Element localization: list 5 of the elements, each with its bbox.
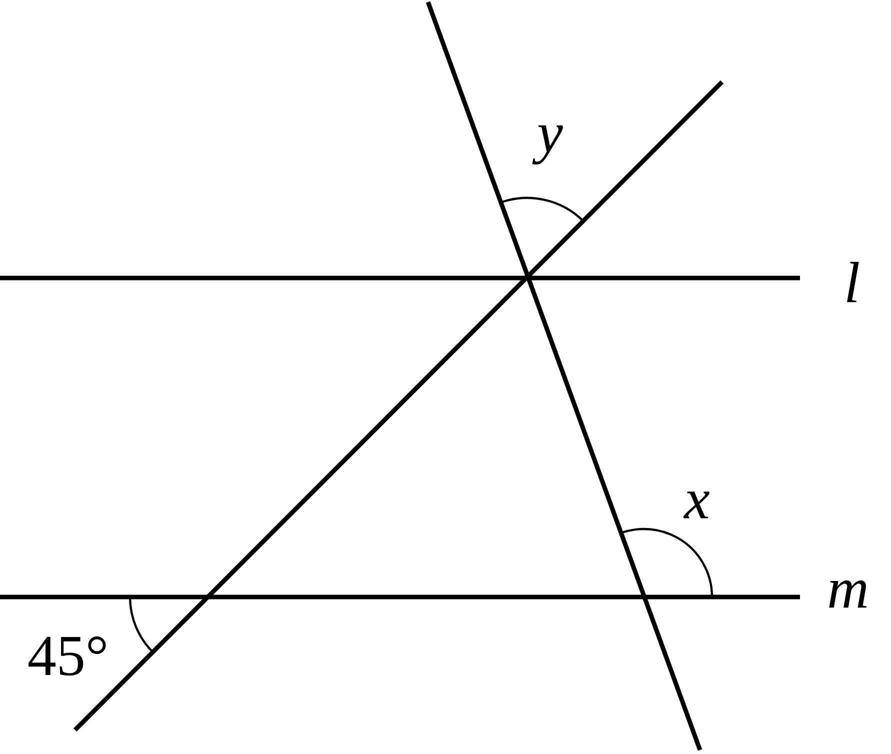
angle-label: y <box>532 125 563 165</box>
line-label: m <box>829 580 866 608</box>
angle-label: x <box>683 492 710 518</box>
angle-label: 45° <box>28 636 106 676</box>
line-label: l <box>847 262 859 302</box>
